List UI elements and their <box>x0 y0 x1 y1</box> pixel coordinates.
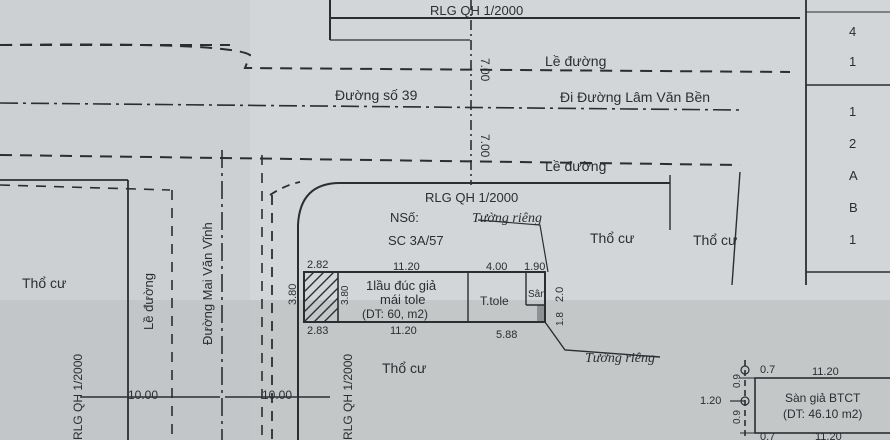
inset-dim-120: 1.20 <box>700 395 721 407</box>
label-tuong-rieng-top: Tường riêng <box>472 211 542 226</box>
label-di-duong-lam-van-ben: Đi Đường Lâm Văn Bền <box>560 89 710 105</box>
parcel-tole-label: T.tole <box>480 294 509 308</box>
label-nso: NSố: <box>390 210 419 225</box>
inset-dim-09-top: 0.9 <box>732 374 743 388</box>
inset-dim-1120-bottom: 11.20 <box>815 431 842 440</box>
strip-n-1b: 1 <box>849 104 856 119</box>
rlg-line-lower-curve <box>297 182 670 440</box>
label-le-duong-mid: Lề đường <box>545 158 606 174</box>
right-parcel-line-b <box>731 171 741 286</box>
parcel-dim-bottom-main: 11.20 <box>390 325 417 337</box>
label-dim-10-mid: 10.00 <box>262 388 292 402</box>
strip-n-1a: 1 <box>849 54 856 69</box>
label-rlg-top: RLG QH 1/2000 <box>430 3 523 18</box>
parcel-dim-right-20: 2.0 <box>554 287 566 302</box>
inset-dim-1120-top: 11.20 <box>812 366 839 378</box>
inset-san-area: (DT: 46.10 m2) <box>783 407 862 421</box>
label-width-bottom: 7.00 <box>478 134 492 158</box>
inset-dim-07-top: 0.7 <box>760 364 775 376</box>
parcel-yard-small <box>537 305 545 322</box>
inset-node-mid <box>740 396 750 406</box>
strip-n-2: 2 <box>849 136 856 151</box>
inset-san-gia: Sàn giả BTCT <box>785 391 861 405</box>
strip-n-b: B <box>849 200 858 215</box>
parcel-main-line2: mái tole <box>380 292 426 307</box>
label-le-duong-top: Lề đường <box>545 53 606 69</box>
inner-curb-curve <box>269 181 301 196</box>
label-duong-mai-van-vinh: Đường Mai Văn Vĩnh <box>200 222 215 345</box>
label-tuong-rieng-bottom: Tường riêng <box>585 351 655 366</box>
curb-lower-dashed <box>0 154 741 166</box>
label-rlg-lower: RLG QH 1/2000 <box>341 354 355 440</box>
parcel-main-line1: 1lầu đúc giả <box>366 278 437 293</box>
label-house-number: SC 3A/57 <box>388 233 444 248</box>
strip-n-4: 4 <box>849 24 856 39</box>
label-tho-cu-bottom: Thổ cư <box>382 360 426 376</box>
label-width-top: 7.00 <box>478 58 492 82</box>
parcel-dim-top-main: 11.20 <box>393 261 420 273</box>
label-rlg-mid: RLG QH 1/2000 <box>425 190 518 205</box>
parcel-dim-top-left: 2.82 <box>307 259 328 271</box>
label-rlg-left: RLG QH 1/2000 <box>71 354 85 440</box>
label-le-duong-left: Lề đường <box>141 273 156 330</box>
parcel-main-area: (DT: 60, m2) <box>362 307 428 321</box>
setback-hatching <box>303 271 339 323</box>
inset-dim-07-bottom: 0.7 <box>760 431 775 440</box>
label-duong-so-39: Đường số 39 <box>335 87 418 103</box>
parcel-dim-left-380: 3.80 <box>287 284 299 305</box>
parcel-dim-bottom-588: 5.88 <box>496 329 517 341</box>
strip-n-a: A <box>849 168 858 183</box>
parcel-san-label: Sân <box>528 289 546 300</box>
label-tho-cu-right-2: Thổ cư <box>693 232 737 248</box>
parcel-dim-top-190: 1.90 <box>524 261 545 273</box>
label-tho-cu-left: Thổ cư <box>22 275 66 291</box>
parcel-dim-right-18: 1.8 <box>555 312 566 326</box>
inset-node-top <box>740 365 750 375</box>
tuong-rieng-top-leader <box>477 219 549 273</box>
label-tho-cu-right-1: Thổ cư <box>590 230 634 246</box>
parcel-dim-bottom-left: 2.83 <box>307 325 328 337</box>
tuong-rieng-bottom-leader <box>544 321 661 358</box>
parcel-dim-top-400: 4.00 <box>486 261 507 273</box>
strip-n-1c: 1 <box>849 232 856 247</box>
label-dim-10-left: 10.00 <box>128 388 158 402</box>
inset-dim-09-bottom: 0.9 <box>732 410 743 424</box>
parcel-front-setback <box>303 271 339 323</box>
parcel-dim-inner-380: 3.80 <box>340 285 351 305</box>
